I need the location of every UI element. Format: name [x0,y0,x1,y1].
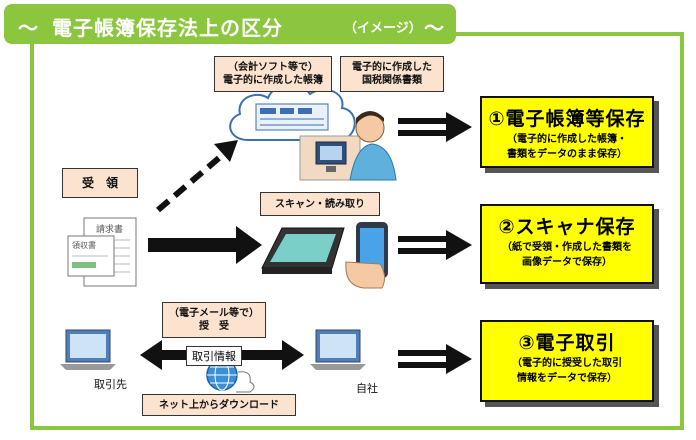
paper-documents-icon: 請求書 領収書 [67,217,137,287]
category-3-title: ③電子取引 [518,332,616,354]
label-tax-docs-line1: 電子的に作成した [352,62,432,73]
label-scan: スキャン・読み取り [260,192,380,216]
globe-icon [206,359,255,393]
category-1-desc-line1: （電子的に作成した帳簿・ [507,134,627,145]
label-receipt-text: 受 領 [81,175,118,190]
smartphone-icon [345,222,388,289]
category-scanner-storage: ②スキャナ保存 （紙で受領・作成した書類を 画像データで保存） [480,204,654,284]
label-accounting-software: （会計ソフト等で） 電子的に作成した帳簿 [214,56,332,92]
arrow-to-scanner-head [236,226,262,264]
category-electronic-transactions: ③電子取引 （電子的に授受した取引 情報をデータで保存） [480,320,654,402]
double-arrow-right-head [282,340,304,370]
transaction-info-tag: 取引情報 [186,346,242,366]
arrow-to-scanner [148,238,238,252]
double-arrow-left-head [140,340,162,370]
scanner-icon [261,227,345,274]
category-2-title: ②スキャナ保存 [498,216,636,238]
title-suffix: 〜 [424,16,444,40]
own-laptop-icon [310,329,366,370]
arrow-to-category-1 [398,112,472,142]
category-3-desc-line2: 情報をデータで保存） [517,373,617,384]
invoice-text: 請求書 [96,223,123,235]
dashed-arrow-head [214,140,238,162]
label-download-text: ネット上からダウンロード [159,399,279,411]
label-accounting-line1: （会計ソフト等で） [228,62,318,73]
label-scan-text: スキャン・読み取り [275,198,365,210]
category-2-desc-line2: 画像データで保存） [522,257,612,268]
person-at-computer-icon [299,111,397,181]
label-email-exchange: （電子メール等で） 授 受 [162,302,266,338]
dashed-arrow-up [156,149,228,213]
title-tab: 〜 電子帳簿保存法上の区分 （イメージ） 〜 [4,4,456,44]
category-1-title: ①電子帳簿等保存 [488,108,646,130]
title-subtitle: （イメージ） [344,21,422,36]
category-electronic-books: ①電子帳簿等保存 （電子的に作成した帳簿・ 書類をデータのまま保存） [480,96,654,168]
label-tax-documents: 電子的に作成した 国税関係書類 [340,56,444,92]
category-2-desc-line1: （紙で受領・作成した書類を [502,242,632,253]
category-1-desc-line2: 書類をデータのまま保存） [507,149,627,160]
page-title: 電子帳簿保存法上の区分 [52,16,283,40]
category-3-desc-line1: （電子的に授受した取引 [512,358,622,369]
title-prefix: 〜 [18,16,38,40]
ledger-cloud-icon [229,83,356,141]
label-receipt: 受 領 [62,168,138,198]
label-tax-docs-line2: 国税関係書類 [362,75,422,86]
partner-label: 取引先 [94,378,127,391]
label-accounting-line2: 電子的に作成した帳簿 [223,75,323,86]
label-email-line1: （電子メール等で） [169,308,259,319]
arrow-to-category-3 [398,344,472,374]
arrow-to-category-2 [398,230,472,260]
label-download: ネット上からダウンロード [142,394,296,416]
partner-laptop-icon [60,329,116,370]
label-email-line2: 授 受 [199,321,229,332]
receipt-text: 領収書 [72,240,96,250]
own-company-label: 自社 [356,382,378,395]
